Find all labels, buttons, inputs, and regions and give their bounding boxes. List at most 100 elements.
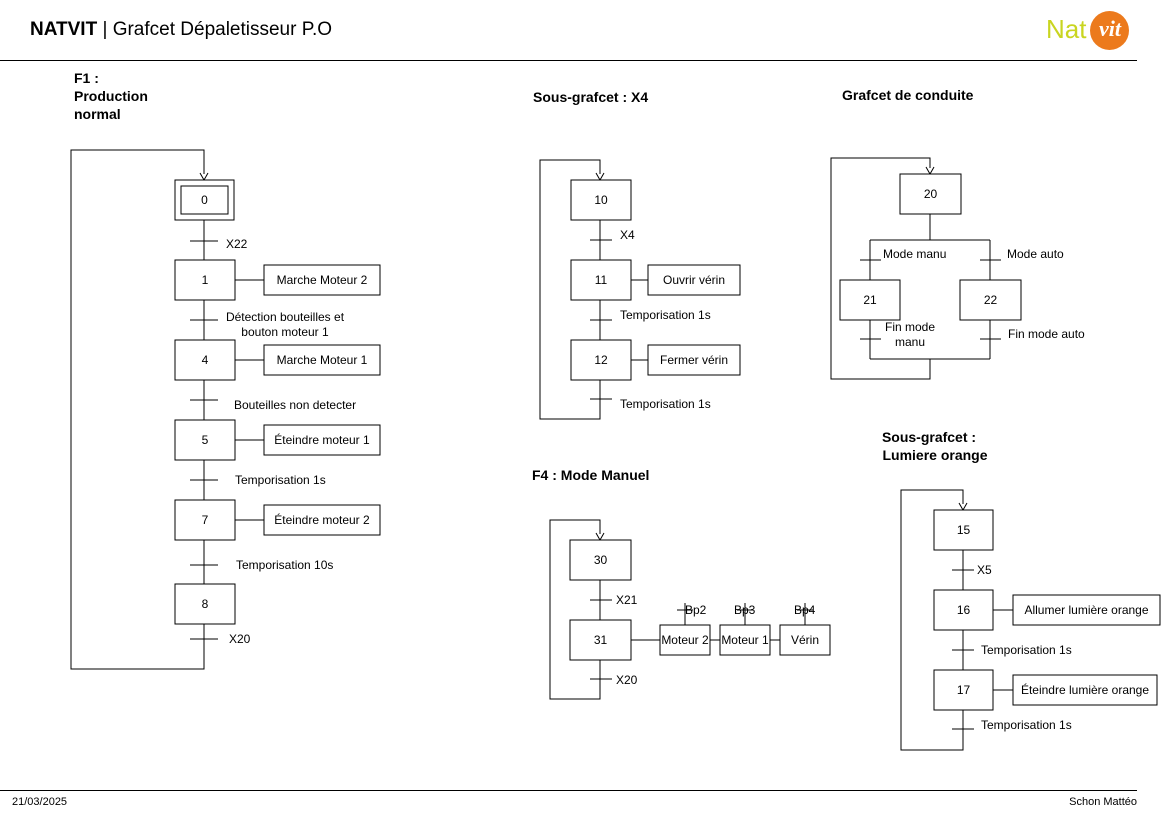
f4-transition-bars xyxy=(590,599,612,680)
grafcet-f1: F1 : Production normal 0 1 4 5 7 8 March… xyxy=(70,70,381,670)
action-12-label: Fermer vérin xyxy=(660,353,728,367)
step-20-box xyxy=(899,173,962,215)
step-17-box xyxy=(933,669,994,711)
action-moteur-1-label: Moteur 1 xyxy=(721,633,769,647)
action-5-box xyxy=(263,424,381,456)
transition-5-7-label: Temporisation 1s xyxy=(235,473,326,487)
step-0-inner-box xyxy=(180,185,229,215)
transition-30-31-label: X21 xyxy=(616,593,638,607)
transition-0-1-label: X22 xyxy=(226,237,248,251)
action-verin-label: Vérin xyxy=(791,633,819,647)
step-5-label: 5 xyxy=(202,433,209,447)
x4-action-links xyxy=(631,279,648,361)
action-17-box xyxy=(1012,674,1158,706)
f1-title-line-3: normal xyxy=(74,106,121,122)
brand-name: NATVIT xyxy=(30,19,98,40)
transition-fin-manu-label-line-2: manu xyxy=(895,335,925,349)
transition-31-30-label: X20 xyxy=(616,673,638,687)
natvit-logo: Nat vit xyxy=(1046,10,1136,50)
condition-bp3-label: Bp3 xyxy=(734,603,756,617)
lumiere-arrow xyxy=(958,502,968,512)
f1-arrow xyxy=(199,172,209,182)
f4-arrow xyxy=(595,532,605,542)
footer-divider xyxy=(0,790,1137,791)
action-moteur-2-box xyxy=(659,624,711,656)
step-4-label: 4 xyxy=(202,353,209,367)
step-10-box xyxy=(570,179,632,221)
x4-title: Sous-grafcet : X4 xyxy=(533,89,648,105)
logo-text-vit: vit xyxy=(1099,16,1121,41)
action-4-box xyxy=(263,344,381,376)
action-12-box xyxy=(647,344,741,376)
step-30-label: 30 xyxy=(594,553,608,567)
conduite-transition-bars xyxy=(860,259,1001,340)
f4-title: F4 : Mode Manuel xyxy=(532,467,649,483)
f1-transition-bars xyxy=(190,240,218,640)
grafcet-lumiere-orange: Sous-grafcet : Lumiere orange 15 16 17 A… xyxy=(882,429,1161,751)
transition-4-5-label: Bouteilles non detecter xyxy=(234,398,356,412)
step-22-box xyxy=(959,279,1022,321)
transition-1-4-label-line-1: Détection bouteilles et xyxy=(226,310,345,324)
action-7-box xyxy=(263,504,381,536)
condition-bp2-label: Bp2 xyxy=(685,603,707,617)
f1-title-line-1: F1 : xyxy=(74,70,99,86)
action-16-box xyxy=(1012,594,1161,626)
step-30-box xyxy=(569,539,632,581)
step-8-box xyxy=(174,583,236,625)
conduite-arrow xyxy=(925,166,935,176)
step-16-label: 16 xyxy=(957,603,971,617)
transition-11-12-label: Temporisation 1s xyxy=(620,308,711,322)
transition-15-16-label: X5 xyxy=(977,563,992,577)
f1-title-line-2: Production xyxy=(74,88,148,104)
transition-mode-manu-label: Mode manu xyxy=(883,247,946,261)
f4-condition-marks xyxy=(677,603,813,625)
lumiere-title-line-2: Lumiere orange xyxy=(882,447,987,463)
action-5-label: Éteindre moteur 1 xyxy=(274,432,370,447)
step-17-label: 17 xyxy=(957,683,971,697)
footer-date: 21/03/2025 xyxy=(12,796,68,808)
grafcet-conduite: Grafcet de conduite 20 21 22 Mode manu M… xyxy=(830,87,1085,380)
transition-fin-manu-label-line-1: Fin mode xyxy=(885,320,935,334)
step-0-label: 0 xyxy=(201,193,208,207)
step-11-box xyxy=(570,259,632,301)
action-moteur-2-label: Moteur 2 xyxy=(661,633,709,647)
header-divider xyxy=(0,60,1137,61)
x4-transition-bars xyxy=(590,239,612,400)
logo-text-nat: Nat xyxy=(1046,14,1087,44)
transition-fin-auto-label: Fin mode auto xyxy=(1008,327,1085,341)
page-subtitle: Grafcet Dépaletisseur P.O xyxy=(112,19,333,40)
action-11-box xyxy=(647,264,741,296)
step-21-box xyxy=(839,279,901,321)
action-17-label: Éteindre lumière orange xyxy=(1021,682,1149,697)
step-11-label: 11 xyxy=(595,273,608,287)
step-1-box xyxy=(174,259,236,301)
grafcet-f4: F4 : Mode Manuel 30 31 Moteur 2 Moteur 1… xyxy=(532,467,831,700)
step-15-box xyxy=(933,509,994,551)
x4-arrow xyxy=(595,172,605,182)
transition-8-0-label: X20 xyxy=(229,632,251,646)
transition-17-15-label: Temporisation 1s xyxy=(981,718,1072,732)
action-16-label: Allumer lumière orange xyxy=(1024,603,1148,617)
transition-10-11-label: X4 xyxy=(620,228,635,242)
header-title: NATVIT | Grafcet Dépaletisseur P.O xyxy=(30,19,332,41)
transition-12-10-label: Temporisation 1s xyxy=(620,397,711,411)
lumiere-action-links xyxy=(993,609,1013,691)
step-16-box xyxy=(933,589,994,631)
transition-7-8-label: Temporisation 10s xyxy=(236,558,333,572)
action-4-label: Marche Moteur 1 xyxy=(277,353,368,367)
step-7-box xyxy=(174,499,236,541)
transition-16-17-label: Temporisation 1s xyxy=(981,643,1072,657)
f1-action-links xyxy=(235,279,264,521)
step-10-label: 10 xyxy=(594,193,608,207)
condition-bp4-label: Bp4 xyxy=(794,603,816,617)
transition-mode-auto-label: Mode auto xyxy=(1007,247,1064,261)
step-31-label: 31 xyxy=(594,633,608,647)
logo-orange-circle xyxy=(1090,11,1129,50)
step-21-label: 21 xyxy=(863,293,877,307)
step-7-label: 7 xyxy=(202,513,209,527)
step-8-label: 8 xyxy=(202,597,209,611)
step-22-label: 22 xyxy=(984,293,998,307)
grafcet-x4: Sous-grafcet : X4 10 11 12 Ouvrir vérin … xyxy=(533,89,741,420)
step-12-label: 12 xyxy=(594,353,608,367)
